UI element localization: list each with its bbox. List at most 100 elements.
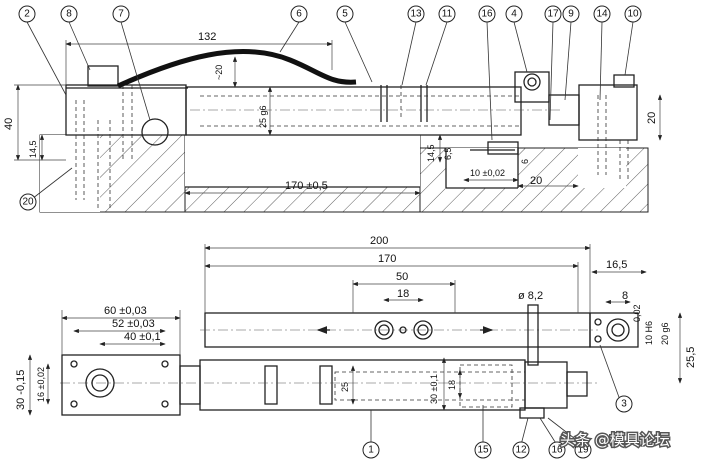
callout-number: 14 [596, 9, 608, 20]
end-stop [514, 71, 550, 103]
callout-number: 11 [442, 9, 453, 20]
watermark: 头条 @模具论坛 [559, 430, 672, 451]
callout-number: 15 [477, 445, 489, 456]
callout-balloon-19: 16 [548, 441, 566, 459]
dim-40: 40 [3, 118, 15, 130]
dim-200: 200 [370, 235, 388, 247]
callout-circle [112, 5, 130, 23]
callout-balloon-15: 3 [615, 395, 633, 413]
callout-circle [336, 5, 354, 23]
dim-0-02: 0,02 [632, 304, 642, 322]
spring-cable [116, 49, 357, 89]
callout-circle [544, 5, 562, 23]
bar-screws [380, 85, 428, 122]
callout-number: 2 [24, 9, 30, 20]
callout-circle [624, 5, 642, 23]
callout-circle [407, 5, 425, 23]
callout-circle [19, 193, 37, 211]
callout-balloon-1: 2 [18, 5, 36, 23]
callout-number: 13 [410, 9, 422, 20]
callout-number: 16 [481, 9, 493, 20]
callout-balloon-20: 19 [574, 441, 592, 459]
callout-balloon-8: 16 [478, 5, 496, 23]
callout-balloon-14: 20 [19, 193, 37, 211]
dim-25-5: 25,5 [685, 347, 697, 368]
callout-balloon-16: 1 [362, 441, 380, 459]
callout-balloon-17: 15 [474, 441, 492, 459]
callout-number: 19 [577, 445, 589, 456]
callout-balloon-10: 17 [544, 5, 562, 23]
callout-circle [362, 441, 380, 459]
plan-view: 200 170 50 18 16,5 8 ø 8,2 10 H6 0,02 20… [15, 235, 697, 446]
callout-balloon-4: 6 [290, 5, 308, 23]
callout-circle [548, 441, 566, 459]
slide-bar [185, 86, 522, 136]
callout-balloon-18: 12 [512, 441, 530, 459]
callout-circle [574, 441, 592, 459]
dim-10: 10 ±0,02 [470, 168, 505, 178]
callout-balloons: 2 8 7 6 5 13 11 16 4 17 9 14 10 20 3 1 15 12 16 19 [18, 5, 642, 459]
dim-170: 170 ±0,5 [285, 180, 328, 192]
callout-circle [18, 5, 36, 23]
dim-60: 60 ±0,03 [104, 305, 147, 317]
dim-20-bottom: 20 [530, 175, 542, 187]
section-view: 132 ~20 25 g6 40 14,5 14,5 6,5 170 ±0,5 … [3, 21, 663, 213]
callout-balloon-5: 5 [336, 5, 354, 23]
dim-20g6: 20 g6 [660, 322, 670, 345]
callout-circle [593, 5, 611, 23]
dim-14-5-right: 14,5 [426, 144, 436, 162]
callout-number: 1 [368, 445, 374, 456]
dim-30: 30 -0,15 [15, 370, 27, 410]
dim-6-5: 6,5 [443, 147, 453, 160]
callout-circle [474, 441, 492, 459]
callout-balloon-2: 8 [60, 5, 78, 23]
dim-132: 132 [198, 31, 216, 43]
clamp-plate [61, 354, 181, 416]
dim-30-plan: 30 ±0,1 [429, 374, 439, 404]
callout-number: 5 [342, 9, 348, 20]
dim-10h6: 10 H6 [644, 321, 654, 345]
callout-number: 8 [66, 9, 72, 20]
dim-18-slide: 18 [447, 380, 457, 390]
callout-number: 4 [511, 9, 517, 20]
callout-circle [438, 5, 456, 23]
callout-balloon-7: 11 [438, 5, 456, 23]
dim-40-plan: 40 ±0,1 [124, 331, 161, 343]
dim-50: 50 [396, 271, 408, 283]
dim-18-plan: 18 [397, 288, 409, 300]
callout-number: 3 [621, 399, 627, 410]
dim-16: 16 ±0,02 [36, 367, 46, 402]
callout-circle [478, 5, 496, 23]
dim-6: 6 [520, 159, 530, 164]
callout-circle [505, 5, 523, 23]
callout-number: 17 [547, 9, 559, 20]
clamp-bore [141, 118, 169, 146]
callout-number: 20 [22, 197, 34, 208]
callout-number: 12 [515, 445, 527, 456]
dim-25-plan: 25 [340, 382, 350, 392]
callout-circle [562, 5, 580, 23]
callout-balloon-3: 7 [112, 5, 130, 23]
dim-16-5: 16,5 [606, 259, 627, 271]
watermark-text: 头条 @模具论坛 [560, 431, 670, 449]
slide-body [199, 359, 526, 411]
callout-balloon-9: 4 [505, 5, 523, 23]
callout-number: 6 [296, 9, 302, 20]
dim-20-right: 20 [646, 112, 658, 124]
callout-number: 10 [627, 9, 639, 20]
callout-balloon-11: 9 [562, 5, 580, 23]
callout-number: 16 [551, 445, 563, 456]
callout-balloon-6: 13 [407, 5, 425, 23]
callout-balloon-13: 10 [624, 5, 642, 23]
dim-170-plan: 170 [378, 253, 396, 265]
dim-dia-8-2: ø 8,2 [518, 290, 543, 302]
callout-number: 7 [118, 9, 124, 20]
dim-52: 52 ±0,03 [112, 318, 155, 330]
dim-8: 8 [622, 290, 628, 302]
callout-number: 9 [568, 9, 574, 20]
dim-14-5-left: 14,5 [28, 140, 38, 158]
dim-20-tilde: ~20 [214, 65, 224, 80]
dim-25g6: 25 g6 [258, 105, 268, 128]
callout-circle [615, 395, 633, 413]
